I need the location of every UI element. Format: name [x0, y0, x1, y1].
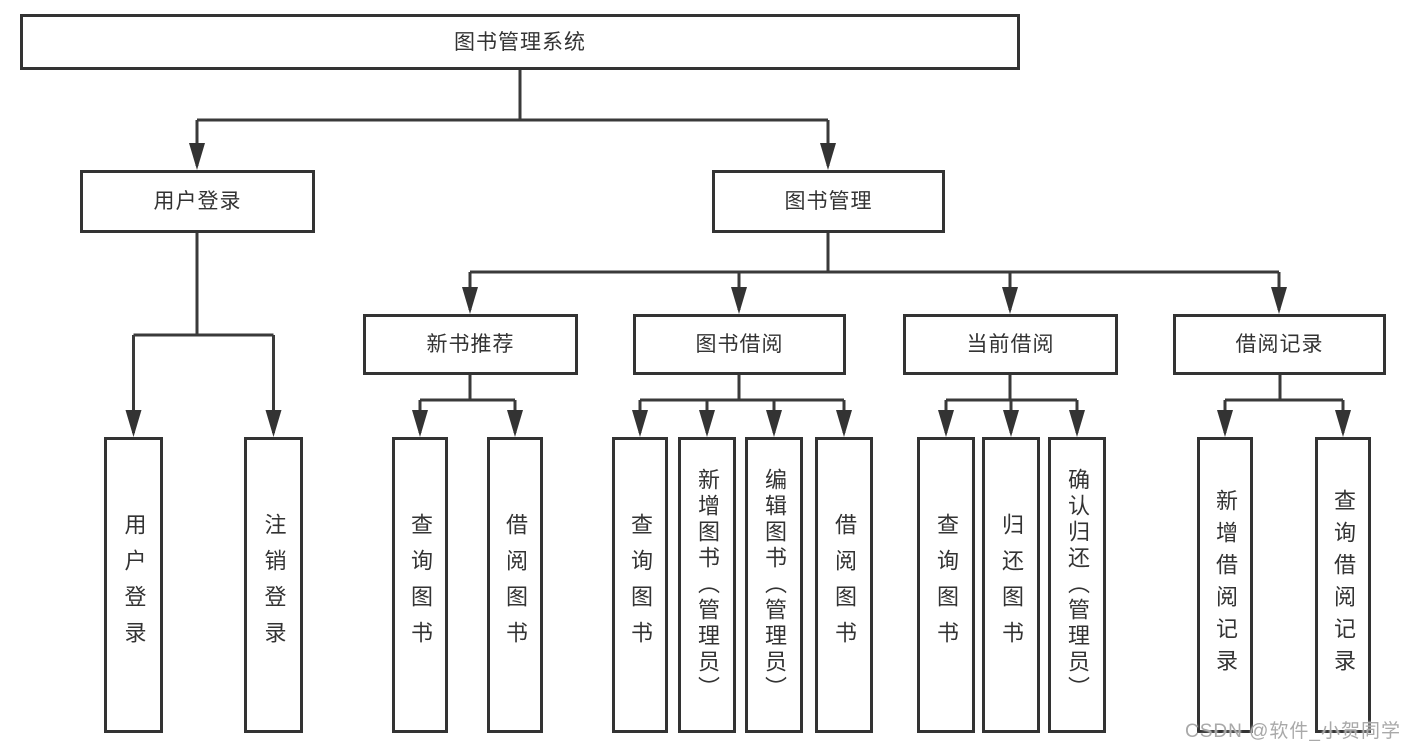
node-book-management: 图书管理	[712, 170, 945, 233]
leaf-user-login: 用户登录	[104, 437, 163, 733]
arrowhead-icon	[1002, 287, 1018, 314]
arrowhead-icon	[1003, 410, 1019, 437]
arrowhead-icon	[462, 287, 478, 314]
node-user-login: 用户登录	[80, 170, 315, 233]
csdn-watermark: CSDN @软件_小贺同学	[1185, 721, 1401, 742]
leaf-add-borrow-record: 新增借阅记录	[1197, 437, 1253, 733]
leaf-query-books-recommendation: 查询图书	[392, 437, 448, 733]
arrowhead-icon	[265, 410, 282, 437]
arrowhead-icon	[1335, 410, 1351, 437]
leaf-borrow-books: 借阅图书	[815, 437, 873, 733]
arrowhead-icon	[632, 410, 648, 437]
arrowhead-icon	[412, 410, 428, 437]
leaf-return-books: 归还图书	[982, 437, 1040, 733]
arrowhead-icon	[1271, 287, 1287, 314]
arrowhead-icon	[836, 410, 852, 437]
arrowhead-icon	[189, 143, 205, 170]
node-new-book-recommendation: 新书推荐	[363, 314, 578, 375]
leaf-query-borrow-record: 查询借阅记录	[1315, 437, 1371, 733]
leaf-edit-books-admin: 编辑图书（管理员）	[745, 437, 803, 733]
connector-newbookrec-to-leaves	[418, 375, 517, 433]
leaf-query-books-current: 查询图书	[917, 437, 975, 733]
arrowhead-icon	[938, 410, 954, 437]
connector-bookborrow-to-leaves	[638, 375, 846, 433]
leaf-borrow-books-recommendation: 借阅图书	[487, 437, 543, 733]
arrowhead-icon	[699, 410, 715, 437]
leaf-add-books-admin: 新增图书（管理员）	[678, 437, 736, 733]
arrowhead-icon	[507, 410, 523, 437]
connector-userlogin-to-leaves	[132, 233, 275, 433]
connector-root-to-level2	[195, 70, 830, 166]
connector-bookmgmt-to-level3	[468, 233, 1281, 310]
connector-borrowrecord-to-leaves	[1223, 375, 1345, 433]
node-current-borrowing: 当前借阅	[903, 314, 1118, 375]
arrowhead-icon	[731, 287, 747, 314]
arrowhead-icon	[125, 410, 142, 437]
arrowhead-icon	[1217, 410, 1233, 437]
leaf-logout: 注销登录	[244, 437, 303, 733]
arrowheads	[125, 143, 1351, 437]
arrowhead-icon	[1069, 410, 1085, 437]
node-root-library-system: 图书管理系统	[20, 14, 1020, 70]
arrowhead-icon	[766, 410, 782, 437]
node-book-borrowing: 图书借阅	[633, 314, 846, 375]
leaf-query-books-borrowing: 查询图书	[612, 437, 668, 733]
arrowhead-icon	[820, 143, 836, 170]
leaf-confirm-return-admin: 确认归还（管理员）	[1048, 437, 1106, 733]
node-borrowing-records: 借阅记录	[1173, 314, 1386, 375]
